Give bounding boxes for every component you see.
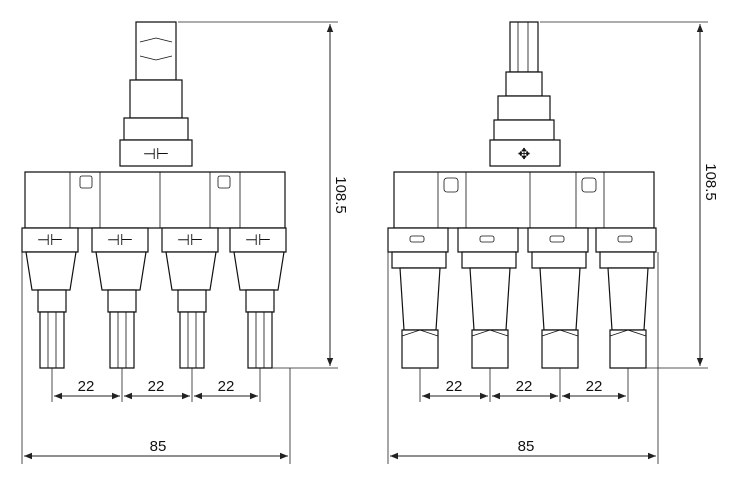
- right-connector-2: [457, 227, 519, 369]
- svg-text:⊣⊢: ⊣⊢: [245, 232, 271, 249]
- left-height-label: 108.5: [332, 176, 349, 214]
- left-view: ⊣⊢ ⊣⊢ ⊣⊢ ⊣⊢: [21, 21, 349, 464]
- left-height-dimension: 108.5: [178, 21, 349, 369]
- left-housing: [24, 171, 286, 229]
- left-pitch-label-3: 22: [218, 378, 235, 395]
- left-pitch-label-2: 22: [148, 378, 165, 395]
- left-pitch-label-1: 22: [78, 378, 95, 395]
- right-connector-4: [595, 227, 657, 369]
- left-pitch-dimensions: 22 22 22: [51, 368, 261, 402]
- svg-text:⊣⊢: ⊣⊢: [143, 146, 169, 163]
- right-pitch-dimensions: 22 22 22: [419, 368, 629, 402]
- right-pitch-label-1: 22: [446, 378, 463, 395]
- svg-text:⊣⊢: ⊣⊢: [37, 232, 63, 249]
- left-connector-4: ⊣⊢: [229, 227, 287, 369]
- right-top-cable: ✥: [489, 21, 561, 167]
- right-connector-1: [387, 227, 449, 369]
- right-height-label: 108.5: [702, 163, 719, 201]
- right-housing: [393, 171, 655, 229]
- left-connector-1: ⊣⊢: [21, 227, 79, 369]
- left-width-label: 85: [150, 438, 167, 455]
- left-connector-2: ⊣⊢: [91, 227, 149, 369]
- left-top-cable: ⊣⊢: [119, 21, 193, 167]
- svg-text:⊣⊢: ⊣⊢: [177, 232, 203, 249]
- svg-text:⊣⊢: ⊣⊢: [107, 232, 133, 249]
- right-width-label: 85: [518, 438, 535, 455]
- right-pitch-label-2: 22: [516, 378, 533, 395]
- left-connector-3: ⊣⊢: [161, 227, 219, 369]
- right-width-dimension: 85: [387, 252, 659, 464]
- right-view: ✥: [387, 21, 719, 464]
- right-height-dimension: 108.5: [540, 21, 719, 369]
- right-connector-3: [527, 227, 589, 369]
- right-pitch-label-3: 22: [586, 378, 603, 395]
- svg-text:✥: ✥: [518, 146, 531, 163]
- left-width-dimension: 85: [21, 252, 291, 464]
